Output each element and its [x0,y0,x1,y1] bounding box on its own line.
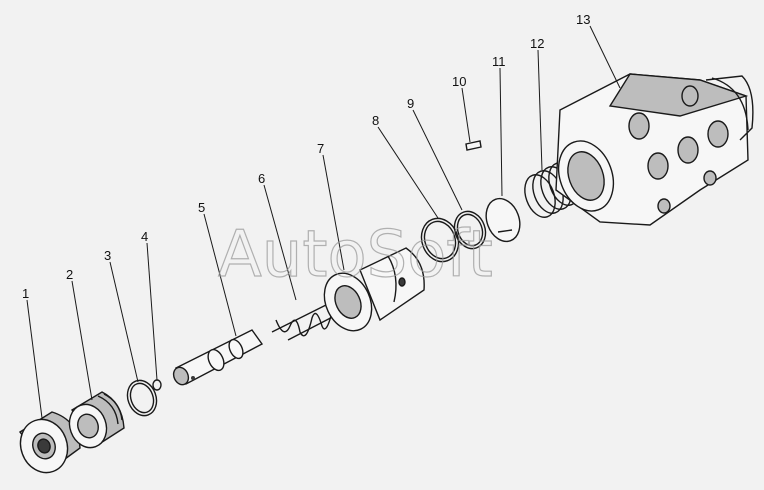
leader-11 [499,67,503,197]
callout-4: 4 [141,229,148,244]
part-2-bushing [68,391,125,449]
part-1-end-cap [18,411,81,474]
part-8-ring [420,217,460,263]
leader-8 [377,126,439,219]
callout-7: 7 [317,141,324,156]
part-3-o-ring [126,379,158,417]
leader-1 [26,299,43,419]
part-9-ring [453,210,487,250]
callout-8: 8 [372,113,379,128]
callout-10: 10 [452,74,466,89]
leader-lines [26,25,621,419]
leader-5 [203,213,237,337]
leader-2 [71,280,93,401]
callout-2: 2 [66,267,73,282]
callout-6: 6 [258,171,265,186]
leader-10 [461,87,471,143]
callout-3: 3 [104,248,111,263]
leader-9 [412,109,463,211]
callout-5: 5 [198,200,205,215]
part-11-disc [485,197,521,243]
callout-9: 9 [407,96,414,111]
leader-12 [537,49,543,171]
callout-12: 12 [530,36,544,51]
callout-1: 1 [22,286,29,301]
callout-11: 11 [492,54,506,69]
callout-13: 13 [576,12,590,27]
part-4-washer [152,379,162,391]
leader-6 [263,184,297,301]
callout-labels: 1 2 3 4 5 6 7 8 9 10 11 12 13 [22,12,590,301]
part-7-piston [323,247,425,332]
watermark-text: AutoSoft [218,218,493,292]
leader-7 [322,154,345,271]
leader-3 [109,261,139,383]
part-13-valve-body [555,73,754,226]
part-5-stem [172,329,264,386]
part-10-pin [465,140,482,151]
leader-13 [589,25,621,89]
leader-4 [146,242,158,381]
